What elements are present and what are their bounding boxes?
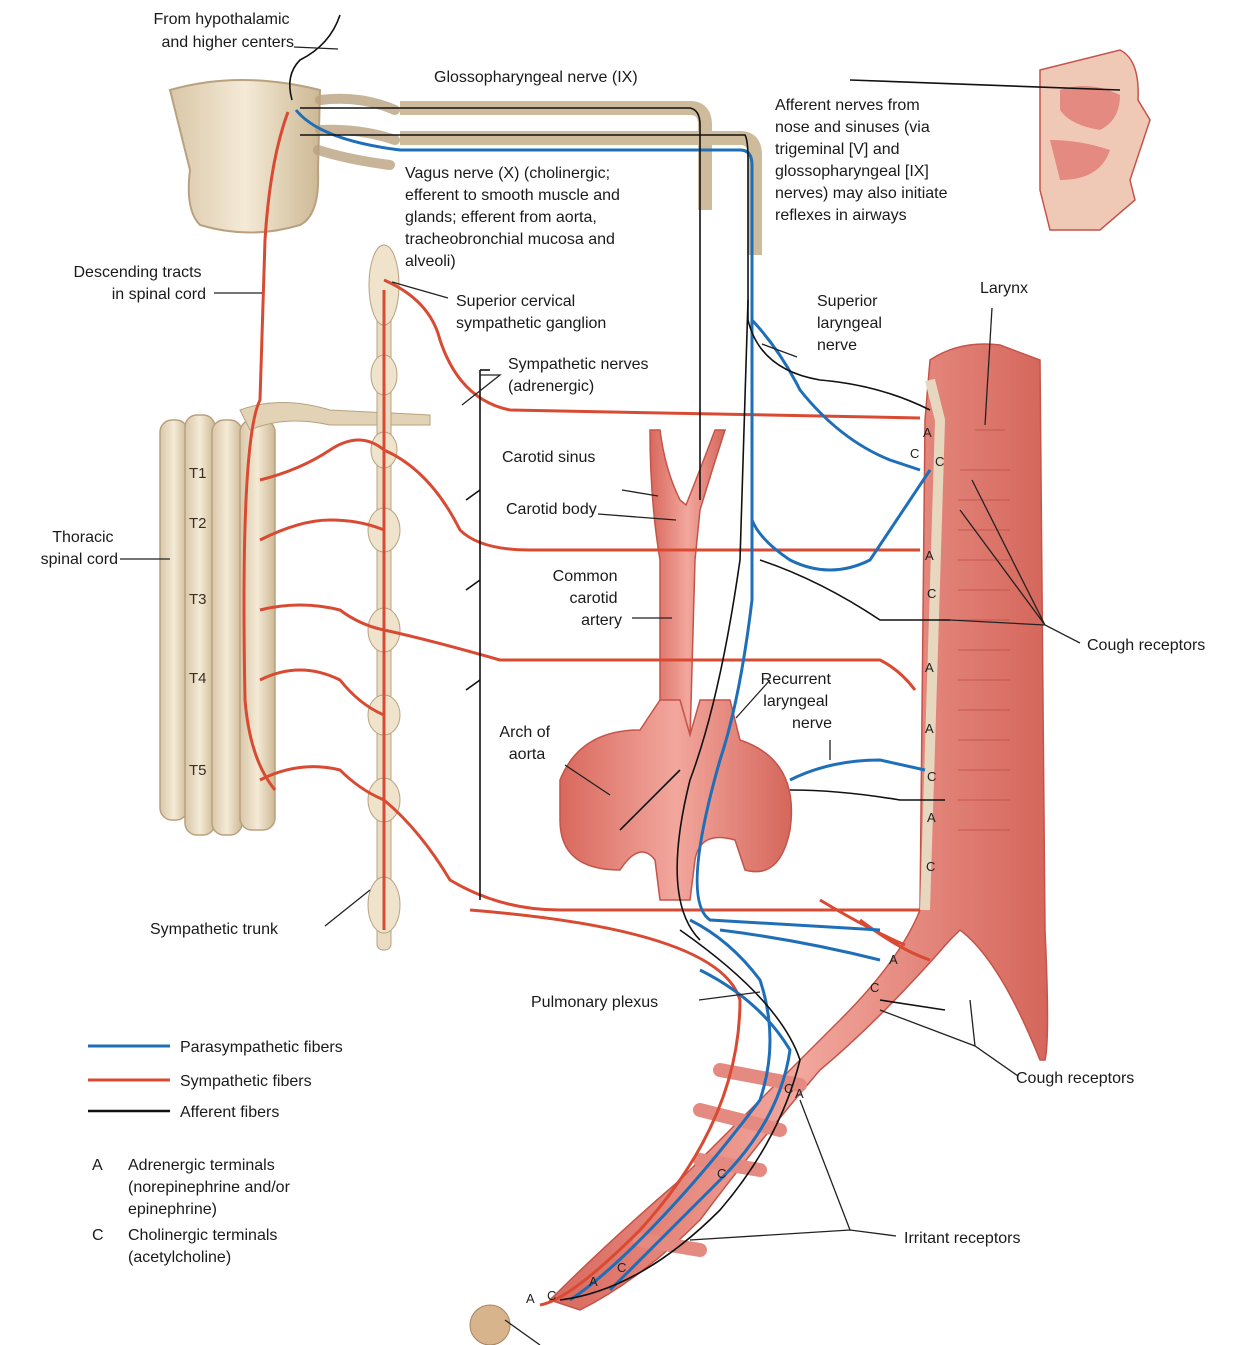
terminal-marker-c: C bbox=[547, 1288, 556, 1303]
terminal-marker-c: C bbox=[870, 980, 879, 995]
label-glossopharyngeal: Glossopharyngeal nerve (IX) bbox=[434, 69, 638, 86]
legend-label-parasympathetic: Parasympathetic fibers bbox=[180, 1039, 343, 1056]
terminal-marker-a: A bbox=[927, 810, 936, 825]
label-larynx: Larynx bbox=[980, 280, 1028, 297]
terminal-marker-c: C bbox=[910, 446, 919, 461]
segment-label: T4 bbox=[189, 670, 207, 687]
terminal-marker-a: A bbox=[925, 548, 934, 563]
label-sympathetic-trunk: Sympathetic trunk bbox=[150, 921, 279, 938]
legend-desc-cholinergic: Cholinergic terminals (acetylcholine) bbox=[128, 1227, 282, 1266]
legend-key-a: A bbox=[92, 1157, 103, 1174]
terminal-marker-a: A bbox=[589, 1274, 598, 1289]
terminal-marker-c: C bbox=[927, 586, 936, 601]
label-superior-laryngeal: Superior laryngeal nerve bbox=[817, 293, 886, 354]
terminal-marker-a: A bbox=[925, 660, 934, 675]
terminal-marker-c: C bbox=[935, 454, 944, 469]
label-sympathetic-nerves: Sympathetic nerves (adrenergic) bbox=[508, 356, 653, 395]
label-cough-receptors-lower: Cough receptors bbox=[1016, 1070, 1134, 1087]
nose-and-sinuses bbox=[1040, 50, 1150, 230]
brainstem-medulla bbox=[170, 80, 320, 233]
segment-label: T2 bbox=[189, 515, 207, 532]
label-pulmonary-plexus: Pulmonary plexus bbox=[531, 994, 658, 1011]
label-irritant-receptors: Irritant receptors bbox=[904, 1230, 1020, 1247]
terminal-marker-a: A bbox=[925, 721, 934, 736]
label-cough-receptors-upper: Cough receptors bbox=[1087, 637, 1205, 654]
legend-key-c: C bbox=[92, 1227, 104, 1244]
label-hypothalamic: From hypothalamic and higher centers bbox=[154, 11, 295, 51]
label-thoracic-spinal-cord: Thoracic spinal cord bbox=[41, 529, 118, 568]
label-superior-cervical-ganglion: Superior cervical sympathetic ganglion bbox=[456, 293, 606, 332]
label-common-carotid: Common carotid artery bbox=[553, 568, 622, 629]
legend: Parasympathetic fibers Sympathetic fiber… bbox=[88, 1039, 343, 1266]
anatomy bbox=[160, 50, 1150, 1345]
label-descending-tracts: Descending tracts in spinal cord bbox=[73, 264, 206, 303]
label-vagus: Vagus nerve (X) (cholinergic; efferent t… bbox=[405, 165, 624, 270]
segment-label: T1 bbox=[189, 465, 207, 482]
label-arch-of-aorta: Arch of aorta bbox=[499, 724, 554, 763]
terminal-marker-c: C bbox=[927, 769, 936, 784]
segment-label: T3 bbox=[189, 591, 207, 608]
terminal-marker-c: C bbox=[926, 859, 935, 874]
segment-label: T5 bbox=[189, 762, 207, 779]
legend-label-afferent: Afferent fibers bbox=[180, 1104, 279, 1121]
terminal-marker-a: A bbox=[889, 952, 898, 967]
terminal-marker-a: A bbox=[526, 1291, 535, 1306]
terminal-marker-c: C bbox=[784, 1081, 793, 1096]
terminal-marker-c: C bbox=[617, 1260, 626, 1275]
label-carotid-sinus: Carotid sinus bbox=[502, 449, 595, 466]
terminal-marker-c: C bbox=[717, 1166, 726, 1181]
terminal-marker-a: A bbox=[795, 1086, 804, 1101]
terminal-marker-a: A bbox=[923, 425, 932, 440]
label-afferent-nose: Afferent nerves from nose and sinuses (v… bbox=[775, 97, 952, 224]
legend-label-sympathetic: Sympathetic fibers bbox=[180, 1073, 312, 1090]
legend-desc-adrenergic: Adrenergic terminals (norepinephrine and… bbox=[128, 1157, 294, 1218]
label-carotid-body: Carotid body bbox=[506, 501, 597, 518]
label-recurrent-laryngeal: Recurrent laryngeal nerve bbox=[761, 671, 836, 732]
